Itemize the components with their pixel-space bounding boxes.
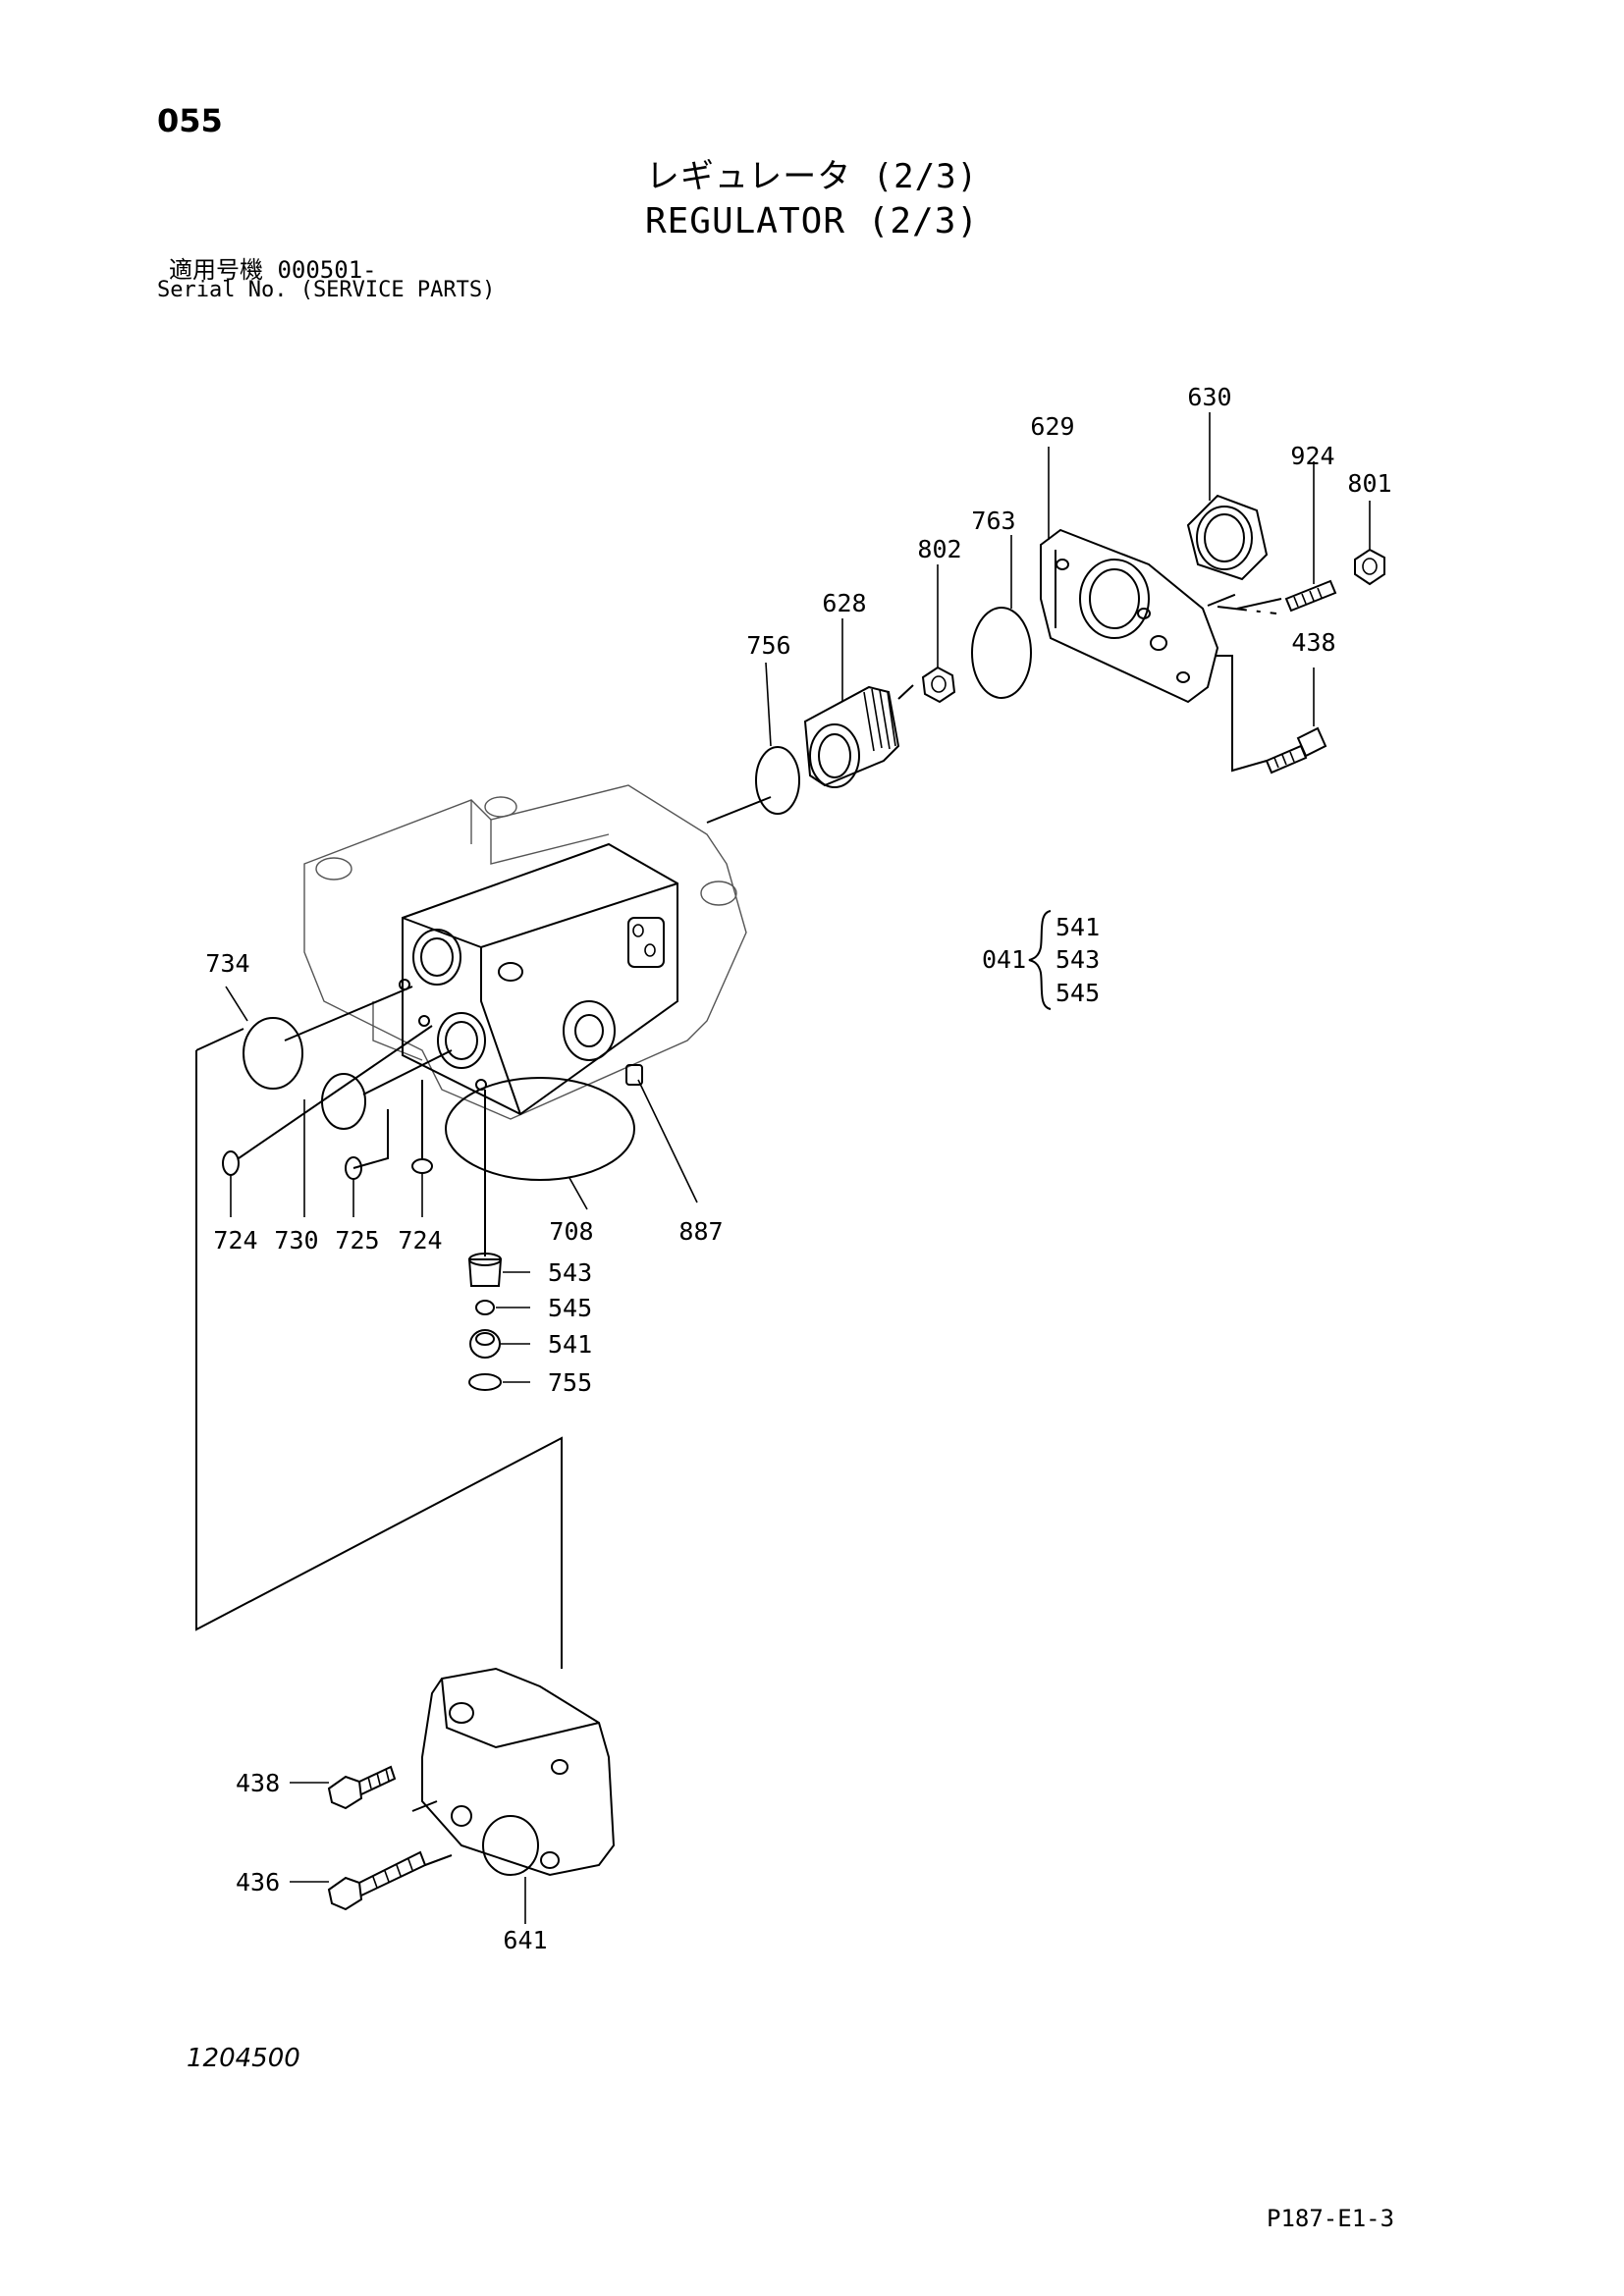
ring-545 <box>475 1300 495 1315</box>
page-title: REGULATOR (2/3) <box>644 201 980 241</box>
callout-724-right: 724 <box>398 1226 442 1255</box>
callout-545: 545 <box>548 1294 592 1322</box>
callout-924: 924 <box>1290 442 1334 470</box>
figure-number: 1204500 <box>187 2044 300 2073</box>
callout-755: 755 <box>548 1368 592 1397</box>
callout-887: 887 <box>678 1217 723 1246</box>
oring-734 <box>243 1017 303 1090</box>
oring-708 <box>445 1077 635 1181</box>
callout-436: 436 <box>236 1868 280 1896</box>
setscrew-924 <box>1284 579 1337 613</box>
callout-725: 725 <box>335 1226 379 1255</box>
kit-item-545: 545 <box>1056 979 1100 1007</box>
oring-724-left <box>222 1150 240 1176</box>
callout-543: 543 <box>548 1258 592 1287</box>
housing-641 <box>421 1667 616 1877</box>
oring-730 <box>321 1073 366 1130</box>
page-title-japanese: レギュレータ (2/3) <box>645 157 979 196</box>
locknut-630 <box>1186 494 1269 581</box>
callout-541: 541 <box>548 1330 592 1359</box>
oring-763 <box>971 607 1032 699</box>
callout-438-lower: 438 <box>236 1769 280 1797</box>
bolt-436 <box>327 1850 427 1911</box>
bolt-438-upper <box>1265 726 1327 774</box>
callout-734: 734 <box>205 949 249 978</box>
callout-708: 708 <box>549 1217 593 1246</box>
serial-applicability-japanese: 適用号機 000501- <box>169 256 377 284</box>
serial-applicability: Serial No. (SERVICE PARTS) <box>157 278 496 302</box>
callout-730: 730 <box>274 1226 318 1255</box>
kit-item-543: 543 <box>1056 945 1100 974</box>
oring-755 <box>468 1373 502 1391</box>
bolt-438-lower <box>327 1765 397 1810</box>
callout-630: 630 <box>1187 383 1231 411</box>
pin-887 <box>625 1064 643 1086</box>
nut-802 <box>921 666 956 704</box>
kit-item-541: 541 <box>1056 913 1100 941</box>
callout-leaders <box>225 412 1371 1924</box>
callout-756: 756 <box>746 631 790 660</box>
regulator-body <box>303 784 747 1120</box>
nut-801 <box>1354 548 1385 586</box>
callout-629: 629 <box>1030 412 1074 441</box>
callout-641: 641 <box>503 1926 547 1954</box>
plug-628 <box>803 685 900 788</box>
callout-763: 763 <box>971 507 1015 535</box>
kit-code: 041 <box>982 945 1026 974</box>
cover-plate-629 <box>1040 528 1219 704</box>
callout-802: 802 <box>917 535 961 563</box>
callout-724-left: 724 <box>213 1226 257 1255</box>
callout-438-upper: 438 <box>1291 628 1335 657</box>
callout-628: 628 <box>822 589 866 617</box>
sleeve-543 <box>467 1253 503 1287</box>
plug-541 <box>469 1329 501 1359</box>
oring-756 <box>755 746 800 815</box>
leader-lines <box>195 593 1282 1866</box>
oring-724-right <box>411 1158 433 1174</box>
page-code: P187-E1-3 <box>1267 2205 1395 2232</box>
callout-801: 801 <box>1347 469 1391 498</box>
kit-bracket: 041 541 543 545 <box>982 910 1100 1010</box>
page-number: 055 <box>157 102 223 139</box>
